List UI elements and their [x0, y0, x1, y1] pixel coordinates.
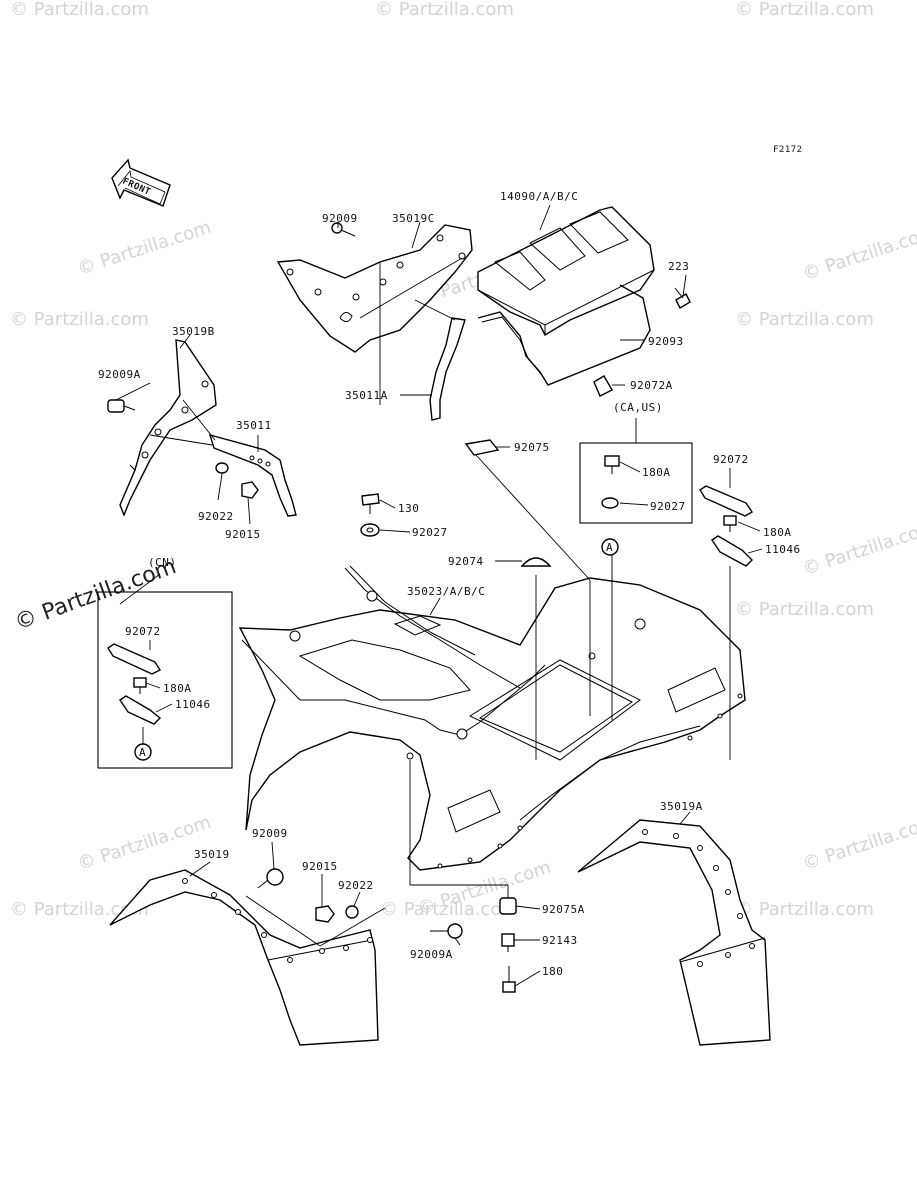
part-35019-mudflap — [109, 869, 379, 1046]
label-223: 223 — [668, 260, 689, 273]
label-180A-inset: 180A — [163, 682, 192, 695]
label-92015-left: 92015 — [225, 528, 261, 541]
callout-a-right-label: A — [606, 541, 613, 554]
part-11046-clip-right — [711, 535, 753, 567]
part-35019B-cover — [119, 339, 217, 517]
watermark-1: © Partzilla.com — [10, 309, 149, 330]
part-92022-washer-left — [215, 462, 229, 474]
label-35023: 35023/A/B/C — [407, 585, 485, 598]
front-arrow-icon: FRONT — [111, 158, 171, 207]
label-92072-inset: 92072 — [125, 625, 161, 638]
part-92072A-pad — [593, 375, 613, 397]
label-92075A: 92075A — [542, 903, 585, 916]
part-14090-cover — [477, 206, 655, 336]
inset-right-caption: (CA,US) — [613, 401, 663, 414]
part-92143-collar — [501, 933, 515, 952]
inset-left-caption: (CN) — [148, 556, 177, 569]
part-92072-strap-right — [699, 485, 753, 517]
part-92022-washer-bottom — [345, 905, 359, 919]
part-92009A-bolt-left — [107, 399, 136, 413]
part-180A-bolt-inset — [133, 677, 147, 694]
watermark-2: © Partzilla.com — [735, 309, 874, 330]
label-92009-bottom: 92009 — [252, 827, 288, 840]
part-labels: 14090/A/B/C 92009 35019C 223 92093 35019… — [98, 190, 801, 978]
callout-a-left-label: A — [139, 746, 146, 759]
part-35011-bracket — [208, 433, 297, 517]
label-92075: 92075 — [514, 441, 550, 454]
watermark-13: © Partzilla.com — [800, 812, 917, 875]
watermark-6: © Partzilla.com — [380, 899, 519, 920]
callout-a-right — [601, 538, 619, 556]
label-130: 130 — [398, 502, 419, 515]
watermark-12: © Partzilla.com — [800, 517, 917, 580]
part-35019A-mudflap — [577, 819, 771, 1046]
figure-code: F2172 — [773, 145, 803, 155]
part-180A-bolt-right — [723, 515, 737, 532]
watermark-14: © Partzilla.com — [75, 812, 214, 875]
label-92009A-left: 92009A — [98, 368, 141, 381]
part-11046-clip-inset — [119, 695, 162, 725]
label-92022-bottom: 92022 — [338, 879, 374, 892]
part-35011A-bracket — [429, 317, 466, 421]
label-92072A: 92072A — [630, 379, 673, 392]
label-35011: 35011 — [236, 419, 272, 432]
label-35019C: 35019C — [392, 212, 435, 225]
part-92009-bolt-top — [331, 222, 356, 237]
label-180: 180 — [542, 965, 563, 978]
label-92143: 92143 — [542, 934, 578, 947]
part-180A-bolt-inset-right — [604, 455, 620, 474]
label-35011A: 35011A — [345, 389, 388, 402]
part-35023-fender — [238, 565, 746, 871]
part-92027-washer-inset-right — [601, 497, 619, 509]
watermark-3: © Partzilla.com — [735, 599, 874, 620]
part-223-bolt — [674, 287, 691, 309]
watermark-10: © Partzilla.com — [75, 217, 214, 280]
watermark-9: © Partzilla.com — [10, 0, 149, 20]
watermark-7: © Partzilla.com — [375, 0, 514, 20]
label-92015-bottom: 92015 — [302, 860, 338, 873]
part-92015-nut-left — [241, 481, 259, 499]
inset-cn — [97, 591, 233, 769]
part-92093-seal — [477, 284, 651, 386]
watermark-8: © Partzilla.com — [735, 0, 874, 20]
label-14090: 14090/A/B/C — [500, 190, 578, 203]
part-92009-bolt-bottom — [257, 868, 284, 889]
label-35019A: 35019A — [660, 800, 703, 813]
label-92072-right: 92072 — [713, 453, 749, 466]
label-35019B: 35019B — [172, 325, 215, 338]
part-180-bolt — [502, 966, 516, 993]
part-92075A-grommet — [499, 897, 517, 915]
part-35019C-cover — [276, 224, 473, 353]
label-92009A-bottom: 92009A — [410, 948, 453, 961]
part-92072-strap-inset — [107, 643, 162, 675]
watermark-4: © Partzilla.com — [10, 899, 149, 920]
label-35019: 35019 — [194, 848, 230, 861]
label-180A-right: 180A — [642, 466, 671, 479]
part-92009A-bolt-bottom — [430, 923, 463, 939]
label-92022-left: 92022 — [198, 510, 234, 523]
label-11046-right: 11046 — [765, 543, 801, 556]
part-92075-pad — [464, 439, 500, 456]
label-92027: 92027 — [412, 526, 448, 539]
watermark-5: © Partzilla.com — [735, 899, 874, 920]
label-11046-inset: 11046 — [175, 698, 211, 711]
label-92093: 92093 — [648, 335, 684, 348]
part-130-bolt — [361, 493, 380, 514]
part-92015-nut-bottom — [315, 905, 335, 923]
watermark-11: © Partzilla.com — [800, 222, 917, 285]
part-92074-cap — [520, 557, 552, 567]
label-180A-far: 180A — [763, 526, 792, 539]
label-92027-right: 92027 — [650, 500, 686, 513]
label-92009-top: 92009 — [322, 212, 358, 225]
leader-lines — [115, 204, 763, 987]
label-92074: 92074 — [448, 555, 484, 568]
